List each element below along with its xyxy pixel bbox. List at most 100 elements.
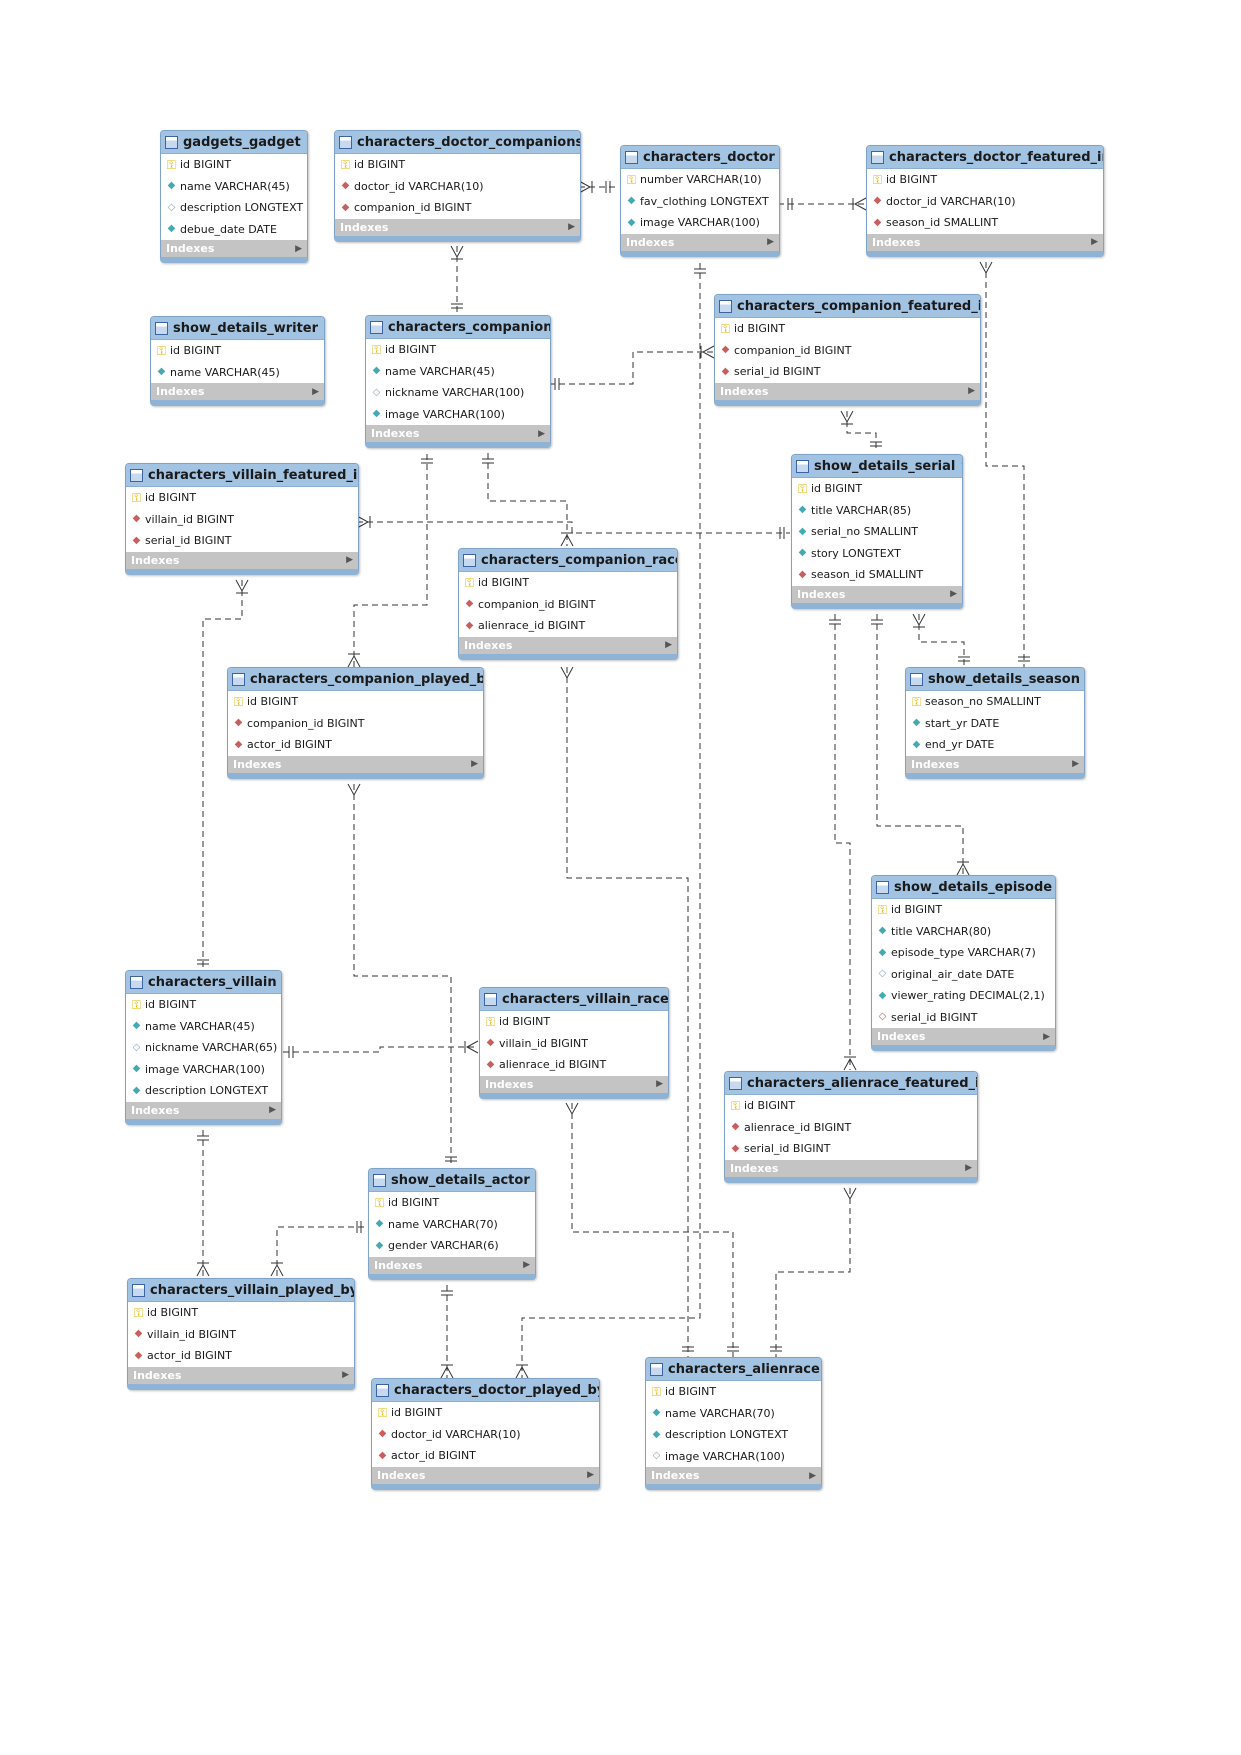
- indexes-section[interactable]: Indexes▶: [369, 1256, 535, 1274]
- table-characters_companion_played_by[interactable]: characters_companion_played_by▼⚿id BIGIN…: [227, 667, 484, 779]
- column-row[interactable]: ◆doctor_id VARCHAR(10): [372, 1424, 599, 1446]
- column-row[interactable]: ⚿number VARCHAR(10): [621, 169, 779, 191]
- column-row[interactable]: ◆title VARCHAR(80): [872, 921, 1055, 943]
- column-row[interactable]: ⚿id BIGINT: [335, 154, 580, 176]
- column-row[interactable]: ◆gender VARCHAR(6): [369, 1235, 535, 1257]
- indexes-section[interactable]: Indexes▶: [459, 636, 677, 654]
- expand-arrow-icon[interactable]: ▶: [346, 555, 353, 565]
- indexes-section[interactable]: Indexes▶: [228, 755, 483, 773]
- expand-arrow-icon[interactable]: ▶: [965, 1163, 972, 1173]
- table-header[interactable]: show_details_actor▼: [369, 1169, 535, 1192]
- column-row[interactable]: ◆fav_clothing LONGTEXT: [621, 191, 779, 213]
- expand-arrow-icon[interactable]: ▶: [656, 1079, 663, 1089]
- column-row[interactable]: ◆doctor_id VARCHAR(10): [335, 176, 580, 198]
- column-row[interactable]: ◆description LONGTEXT: [646, 1424, 821, 1446]
- column-row[interactable]: ◆alienrace_id BIGINT: [725, 1117, 977, 1139]
- column-row[interactable]: ◆actor_id BIGINT: [128, 1345, 354, 1367]
- table-header[interactable]: characters_doctor_companions▼: [335, 131, 580, 154]
- table-characters_companion[interactable]: characters_companion▼⚿id BIGINT◆name VAR…: [365, 315, 551, 448]
- expand-arrow-icon[interactable]: ▶: [269, 1105, 276, 1115]
- column-row[interactable]: ◆story LONGTEXT: [792, 543, 962, 565]
- table-characters_alienrace[interactable]: characters_alienrace▼⚿id BIGINT◆name VAR…: [645, 1357, 822, 1490]
- indexes-section[interactable]: Indexes▶: [126, 1101, 281, 1119]
- indexes-section[interactable]: Indexes▶: [872, 1028, 1055, 1045]
- column-row[interactable]: ◇original_air_date DATE: [872, 964, 1055, 986]
- expand-arrow-icon[interactable]: ▶: [342, 1370, 349, 1380]
- table-characters_villain_played_by[interactable]: characters_villain_played_by▼⚿id BIGINT◆…: [127, 1278, 355, 1390]
- column-row[interactable]: ◇serial_id BIGINT: [872, 1007, 1055, 1029]
- column-row[interactable]: ⚿id BIGINT: [126, 994, 281, 1016]
- column-row[interactable]: ◆name VARCHAR(45): [126, 1016, 281, 1038]
- indexes-section[interactable]: Indexes▶: [161, 240, 307, 257]
- expand-arrow-icon[interactable]: ▶: [1091, 237, 1098, 247]
- collapse-arrow-icon[interactable]: ▼: [324, 323, 325, 334]
- table-characters_villain[interactable]: characters_villain▼⚿id BIGINT◆name VARCH…: [125, 970, 282, 1125]
- column-row[interactable]: ◆title VARCHAR(85): [792, 500, 962, 522]
- column-row[interactable]: ◆doctor_id VARCHAR(10): [867, 191, 1103, 213]
- indexes-section[interactable]: Indexes▶: [366, 425, 550, 442]
- column-row[interactable]: ◆season_id SMALLINT: [792, 564, 962, 586]
- column-row[interactable]: ◆end_yr DATE: [906, 734, 1084, 756]
- column-row[interactable]: ◆villain_id BIGINT: [126, 509, 358, 531]
- table-header[interactable]: characters_doctor_played_by▼: [372, 1379, 599, 1402]
- table-header[interactable]: characters_villain_race▼: [480, 988, 668, 1011]
- expand-arrow-icon[interactable]: ▶: [1043, 1031, 1050, 1042]
- column-row[interactable]: ⚿id BIGINT: [128, 1302, 354, 1324]
- column-row[interactable]: ⚿id BIGINT: [459, 572, 677, 594]
- indexes-section[interactable]: Indexes▶: [906, 755, 1084, 773]
- table-show_details_writer[interactable]: show_details_writer▼⚿id BIGINT◆name VARC…: [150, 316, 325, 406]
- column-row[interactable]: ◆serial_id BIGINT: [725, 1138, 977, 1160]
- column-row[interactable]: ◆image VARCHAR(100): [366, 404, 550, 426]
- table-characters_doctor_played_by[interactable]: characters_doctor_played_by▼⚿id BIGINT◆d…: [371, 1378, 600, 1490]
- indexes-section[interactable]: Indexes▶: [128, 1366, 354, 1384]
- column-row[interactable]: ⚿id BIGINT: [228, 691, 483, 713]
- column-row[interactable]: ⚿id BIGINT: [372, 1402, 599, 1424]
- table-header[interactable]: show_details_season▼: [906, 668, 1084, 691]
- table-characters_villain_featured_in[interactable]: characters_villain_featured_in▼⚿id BIGIN…: [125, 463, 359, 575]
- table-characters_alienrace_featured_in[interactable]: characters_alienrace_featured_in▼⚿id BIG…: [724, 1071, 978, 1183]
- expand-arrow-icon[interactable]: ▶: [587, 1470, 594, 1480]
- column-row[interactable]: ◆villain_id BIGINT: [128, 1324, 354, 1346]
- column-row[interactable]: ◇image VARCHAR(100): [646, 1446, 821, 1468]
- column-row[interactable]: ◆name VARCHAR(45): [161, 176, 307, 198]
- column-row[interactable]: ◆name VARCHAR(45): [366, 361, 550, 383]
- column-row[interactable]: ◆debue_date DATE: [161, 219, 307, 241]
- column-row[interactable]: ◆image VARCHAR(100): [126, 1059, 281, 1081]
- column-row[interactable]: ◆serial_id BIGINT: [715, 361, 980, 383]
- column-row[interactable]: ⚿id BIGINT: [867, 169, 1103, 191]
- table-header[interactable]: characters_companion_played_by▼: [228, 668, 483, 691]
- column-row[interactable]: ⚿id BIGINT: [715, 318, 980, 340]
- indexes-section[interactable]: Indexes▶: [792, 585, 962, 603]
- indexes-section[interactable]: Indexes▶: [335, 218, 580, 236]
- table-characters_doctor[interactable]: characters_doctor▼⚿number VARCHAR(10)◆fa…: [620, 145, 780, 257]
- column-row[interactable]: ◆companion_id BIGINT: [459, 594, 677, 616]
- table-header[interactable]: characters_alienrace_featured_in▼: [725, 1072, 977, 1095]
- column-row[interactable]: ◆image VARCHAR(100): [621, 212, 779, 234]
- table-header[interactable]: gadgets_gadget▼: [161, 131, 307, 154]
- column-row[interactable]: ◆companion_id BIGINT: [335, 197, 580, 219]
- expand-arrow-icon[interactable]: ▶: [950, 589, 957, 599]
- table-header[interactable]: characters_villain_featured_in▼: [126, 464, 358, 487]
- column-row[interactable]: ◆companion_id BIGINT: [228, 713, 483, 735]
- column-row[interactable]: ◇nickname VARCHAR(65): [126, 1037, 281, 1059]
- table-header[interactable]: show_details_serial▼: [792, 455, 962, 478]
- table-gadgets_gadget[interactable]: gadgets_gadget▼⚿id BIGINT◆name VARCHAR(4…: [160, 130, 308, 263]
- table-characters_companion_race[interactable]: characters_companion_race▼⚿id BIGINT◆com…: [458, 548, 678, 660]
- expand-arrow-icon[interactable]: ▶: [968, 386, 975, 396]
- column-row[interactable]: ⚿id BIGINT: [366, 339, 550, 361]
- table-header[interactable]: characters_companion▼: [366, 316, 550, 339]
- column-row[interactable]: ◆actor_id BIGINT: [228, 734, 483, 756]
- expand-arrow-icon[interactable]: ▶: [665, 640, 672, 650]
- expand-arrow-icon[interactable]: ▶: [523, 1260, 530, 1270]
- table-characters_companion_featured_in[interactable]: characters_companion_featured_in▼⚿id BIG…: [714, 294, 981, 406]
- table-header[interactable]: show_details_writer▼: [151, 317, 324, 340]
- column-row[interactable]: ◆villain_id BIGINT: [480, 1033, 668, 1055]
- table-header[interactable]: characters_companion_featured_in▼: [715, 295, 980, 318]
- column-row[interactable]: ◆actor_id BIGINT: [372, 1445, 599, 1467]
- column-row[interactable]: ⚿id BIGINT: [369, 1192, 535, 1214]
- table-header[interactable]: characters_villain_played_by▼: [128, 1279, 354, 1302]
- expand-arrow-icon[interactable]: ▶: [312, 386, 319, 397]
- collapse-arrow-icon[interactable]: ▼: [961, 461, 962, 472]
- indexes-section[interactable]: Indexes▶: [621, 233, 779, 251]
- expand-arrow-icon[interactable]: ▶: [295, 243, 302, 254]
